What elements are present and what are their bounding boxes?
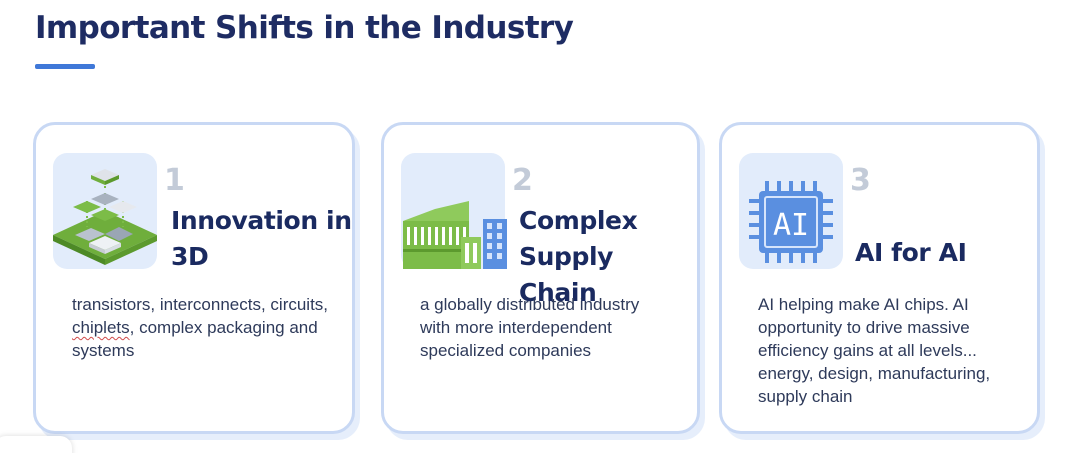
card-heading: AI for AI bbox=[855, 235, 967, 271]
card-heading: Complex Supply Chain bbox=[519, 203, 697, 311]
card-complex-supply-chain: 2 Complex Supply Chain a globally distri… bbox=[381, 122, 700, 434]
card-number: 3 bbox=[850, 163, 871, 198]
card-description: AI helping make AI chips. AI opportunity… bbox=[758, 295, 991, 406]
card-ai-for-ai: AI 3 AI for AI AI helping make AI chips.… bbox=[719, 122, 1040, 434]
card-heading: Innovation in 3D bbox=[171, 203, 352, 275]
card-heading-line: Innovation in bbox=[171, 206, 352, 235]
card-number: 1 bbox=[164, 163, 185, 198]
3d-chip-stack-icon bbox=[53, 169, 157, 265]
ai-chip-label: AI bbox=[773, 208, 809, 243]
icon-tile bbox=[401, 153, 507, 269]
description-text: transistors, interconnects, circuits, bbox=[72, 295, 329, 314]
icon-tile bbox=[53, 153, 157, 269]
card-heading-line: 3D bbox=[171, 242, 209, 271]
card-heading-line: Supply Chain bbox=[519, 242, 614, 307]
card-number: 2 bbox=[512, 163, 533, 198]
card-heading-line: Complex bbox=[519, 206, 638, 235]
description-text: , complex packaging and systems bbox=[72, 318, 318, 360]
ai-chip-icon: AI bbox=[749, 181, 833, 263]
card-description: transistors, interconnects, circuits, ch… bbox=[72, 293, 342, 362]
spellcheck-flagged-word: chiplets bbox=[72, 318, 130, 337]
icon-tile: AI bbox=[739, 153, 843, 269]
page-title: Important Shifts in the Industry bbox=[35, 10, 574, 46]
factory-buildings-icon bbox=[403, 201, 507, 269]
card-description: a globally distributed industry with mor… bbox=[420, 295, 640, 360]
corner-overlay bbox=[0, 436, 72, 453]
card-innovation-3d: 1 Innovation in 3D transistors, intercon… bbox=[33, 122, 355, 434]
card-heading-line: AI for AI bbox=[855, 238, 967, 267]
title-underline bbox=[35, 64, 95, 69]
